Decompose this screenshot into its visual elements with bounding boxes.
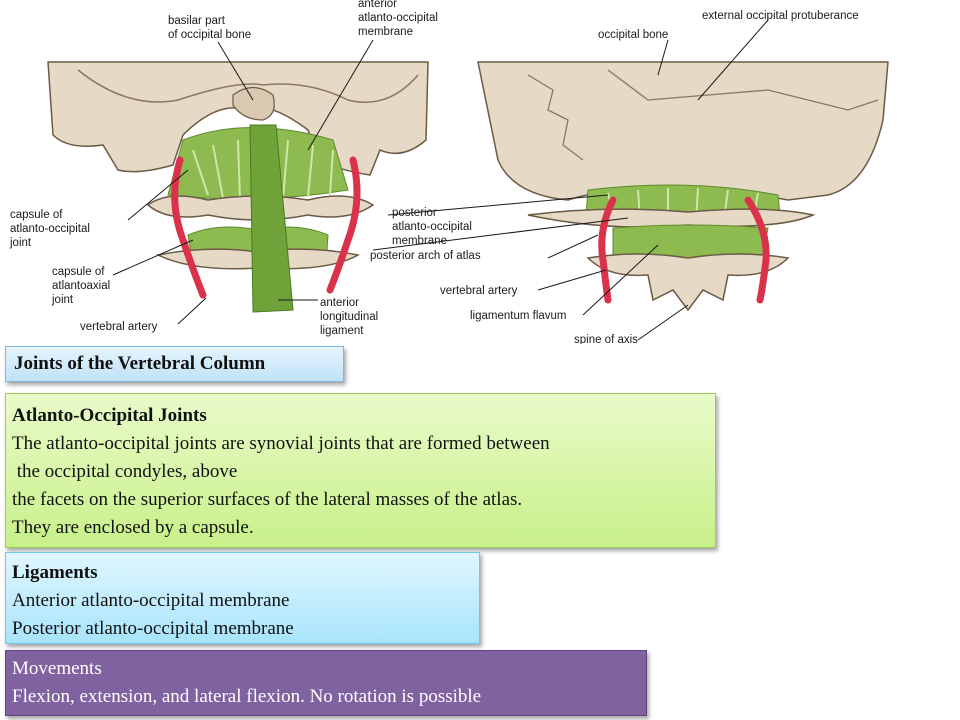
label-vertebral-artery-left: vertebral artery bbox=[80, 321, 158, 333]
ligament-item: Anterior atlanto-occipital membrane bbox=[12, 590, 290, 611]
atlanto-heading: Atlanto-Occipital Joints bbox=[12, 405, 207, 426]
atlanto-occipital-box: Atlanto-Occipital Joints The atlanto-occ… bbox=[5, 393, 716, 548]
ligaments-box: Ligaments Anterior atlanto-occipital mem… bbox=[5, 552, 480, 644]
label-posterior-arch-atlas: posterior arch of atlas bbox=[370, 250, 481, 262]
label-spine-of-axis: spine of axis bbox=[574, 334, 638, 344]
label-vertebral-artery-right: vertebral artery bbox=[440, 285, 518, 297]
anterior-view bbox=[47, 61, 429, 313]
atlanto-line: The atlanto-occipital joints are synovia… bbox=[12, 433, 550, 454]
movements-text: Flexion, extension, and lateral flexion.… bbox=[12, 686, 482, 707]
title-box: Joints of the Vertebral Column bbox=[5, 346, 344, 382]
atlanto-line: the occipital condyles, above bbox=[12, 461, 238, 482]
atlanto-line: They are enclosed by a capsule. bbox=[12, 517, 254, 538]
movements-heading: Movements bbox=[12, 658, 102, 679]
posterior-view bbox=[477, 61, 889, 312]
label-external-occipital-protuberance: external occipital protuberance bbox=[702, 10, 859, 22]
leader-lines bbox=[112, 19, 769, 341]
label-ligamentum-flavum: ligamentum flavum bbox=[470, 310, 567, 322]
page-title: Joints of the Vertebral Column bbox=[14, 353, 266, 374]
ligaments-heading: Ligaments bbox=[12, 562, 98, 583]
atlanto-line: the facets on the superior surfaces of t… bbox=[12, 489, 523, 510]
label-occipital-bone: occipital bone bbox=[598, 29, 668, 41]
ligament-item: Posterior atlanto-occipital membrane bbox=[12, 618, 294, 639]
movements-box: Movements Flexion, extension, and latera… bbox=[5, 650, 647, 716]
occipital-bone-posterior-shape bbox=[477, 61, 889, 201]
